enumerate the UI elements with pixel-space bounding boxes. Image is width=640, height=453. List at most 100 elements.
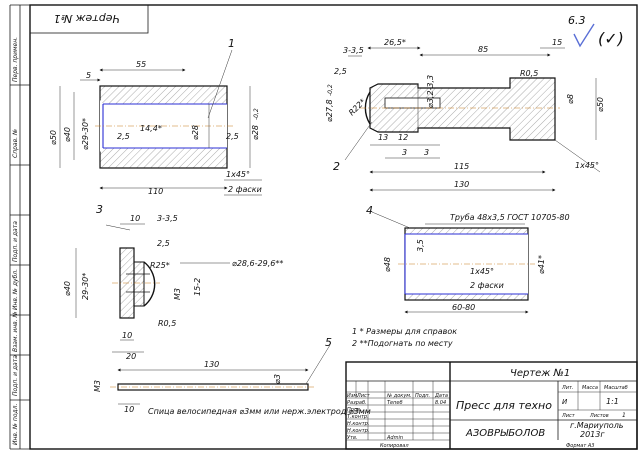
p1-tol: -0,2 <box>253 108 260 120</box>
tb-lit-value: И <box>562 398 568 406</box>
tb-year: 2013г <box>580 430 605 439</box>
p2-d3-35: 3-3,5 <box>343 46 364 55</box>
part-3: 3 10 3-3,5 2,5 R25* ⌀28,6-29,6** ⌀40 29-… <box>63 203 283 361</box>
p5-note: Спица велосипедная ⌀3мм или нерж.электро… <box>148 407 371 416</box>
tb-sheet: Лист <box>561 413 576 419</box>
sheet-frame <box>29 4 638 450</box>
tb-name: Пресс для техно <box>456 399 552 412</box>
top-stamp: Чертеж №1 <box>29 4 149 34</box>
side-label-5: Взам. инв. № <box>12 311 19 352</box>
p2-chamfer: 1х45° <box>575 161 599 170</box>
p2-d3b: 3 <box>424 148 429 157</box>
p4-tube: Труба 48х3,5 ГОСТ 10705-80 <box>450 213 570 222</box>
p3-d3-35: 3-3,5 <box>157 214 178 223</box>
p2-r22: R22* <box>347 97 367 117</box>
side-label-4: Инв. № дубл. <box>12 269 19 310</box>
p1-callout: 1 <box>228 37 235 50</box>
p3-callout: 3 <box>96 203 103 216</box>
tb-mass: Масса <box>582 385 598 391</box>
roughness-check-icon: (✓) <box>598 29 624 48</box>
p4-length: 60-80 <box>452 303 475 312</box>
tb-scale-value: 1:1 <box>606 397 619 406</box>
p2-d130: 130 <box>454 180 469 189</box>
side-label-3: Подп. и дата <box>12 221 19 262</box>
tb-list: Лист <box>356 393 371 399</box>
p3-r25: R25* <box>150 261 170 270</box>
p2-d3a: 3 <box>402 148 407 157</box>
p2-d25: 2,5 <box>334 67 347 76</box>
p1-length: 110 <box>148 187 163 196</box>
tb-lit: Лит. <box>561 385 574 391</box>
tb-doc: № докум. <box>386 393 412 399</box>
p5-phi3: ⌀3 <box>273 374 282 384</box>
p3-d10: 10 <box>130 214 140 223</box>
p4-phi48: ⌀48 <box>383 257 392 272</box>
tb-kopir: Копировал <box>380 443 409 449</box>
p1-phi50: ⌀50 <box>49 130 58 145</box>
p2-phi32-33: ⌀3,2-3,3 <box>426 75 435 108</box>
notes: 1 * Размеры для справок 2 **Подогнать по… <box>352 327 457 348</box>
p4-chamfer: 1х45° <box>470 267 494 276</box>
p1-chamfer: 1х45° <box>226 170 250 179</box>
tb-izm: Изм. <box>347 393 359 399</box>
p5-callout: 5 <box>325 336 332 349</box>
p5-d130: 130 <box>204 360 219 369</box>
p3-d29-30: 29-30* <box>81 273 90 300</box>
p2-d12: 12 <box>398 133 408 142</box>
side-label-1: Перв. примен. <box>12 37 19 82</box>
p2-d26-5: 26,5* <box>384 38 406 47</box>
p1-phi28: ⌀28 <box>191 125 200 140</box>
tb-sheets: Листов <box>589 413 609 419</box>
p4-chamfer-count: 2 фаски <box>470 281 504 290</box>
tb-nkontr: Н.контр. <box>347 428 369 434</box>
tb-podp: Подп. <box>415 393 430 399</box>
p1-r25a: 2,5 <box>117 132 130 141</box>
p2-r05: R0,5 <box>520 69 538 78</box>
title-block: Чертеж №1 Изм. Лист № докум. Подп. Дата … <box>345 361 638 450</box>
tb-scale: Масштаб <box>604 385 628 391</box>
p2-d13: 13 <box>378 133 388 142</box>
tb-nkontr-1: Н.контр. <box>347 421 369 427</box>
part-4: 4 Труба 48х3,5 ГОСТ 10705-80 3,5 ⌀48 ⌀41… <box>366 204 570 314</box>
p3-m3: М3 <box>173 288 182 300</box>
p4-d35: 3,5 <box>416 239 425 252</box>
tb-date: 8.04 <box>435 400 446 406</box>
part-1: 55 5 ⌀50 ⌀40 ⌀29-30* 2,5 14,4* ⌀28 2,5 ⌀… <box>49 37 262 196</box>
p1-phi29-30: ⌀29-30* <box>81 118 90 150</box>
p5-m3: М3 <box>93 380 102 392</box>
side-label-7: Инв. № подл. <box>12 404 19 445</box>
p3-phi28-29: ⌀28,6-29,6** <box>232 259 283 268</box>
tb-approver: Admin <box>386 435 403 441</box>
p1-phi28-tol: ⌀28 <box>251 125 260 140</box>
p3-d20: 20 <box>126 352 136 361</box>
tb-sheets-value: 1 <box>622 412 626 419</box>
side-stamp: Перв. примен. Справ. № Подп. и дата Инв.… <box>9 4 30 450</box>
p2-callout: 2 <box>333 160 340 173</box>
tb-data: Дата <box>434 393 448 399</box>
p1-d55: 55 <box>136 60 146 69</box>
title-doc: Чертеж №1 <box>510 368 570 379</box>
tb-tkontr: Т.контр. <box>347 414 369 420</box>
p2-d115: 115 <box>454 162 469 171</box>
p4-callout: 4 <box>366 204 373 217</box>
roughness-mark: 6.3 (✓) <box>568 14 624 48</box>
tb-format: Формат А3 <box>566 443 594 449</box>
note-2: 2 **Подогнать по месту <box>352 339 453 348</box>
p5-d10: 10 <box>124 405 134 414</box>
p3-d15-2: 15-2 <box>193 278 202 296</box>
p2-d15: 15 <box>552 38 562 47</box>
p1-chamfer-count: 2 фаски <box>228 185 262 194</box>
p1-d5: 5 <box>86 71 91 80</box>
note-1: 1 * Размеры для справок <box>352 327 457 336</box>
p3-d25: 2,5 <box>157 239 170 248</box>
p3-phi40: ⌀40 <box>63 281 72 296</box>
p1-angle: 14,4* <box>140 124 162 133</box>
p2-tol: -0,2 <box>327 84 334 96</box>
p2-phi8: ⌀8 <box>566 94 575 104</box>
p3-d10b: 10 <box>122 331 132 340</box>
tb-prov: Пров. <box>347 407 362 413</box>
tb-utv: Утв. <box>347 435 358 441</box>
top-stamp-text: Чертеж №1 <box>54 12 120 25</box>
p1-phi40: ⌀40 <box>63 127 72 142</box>
